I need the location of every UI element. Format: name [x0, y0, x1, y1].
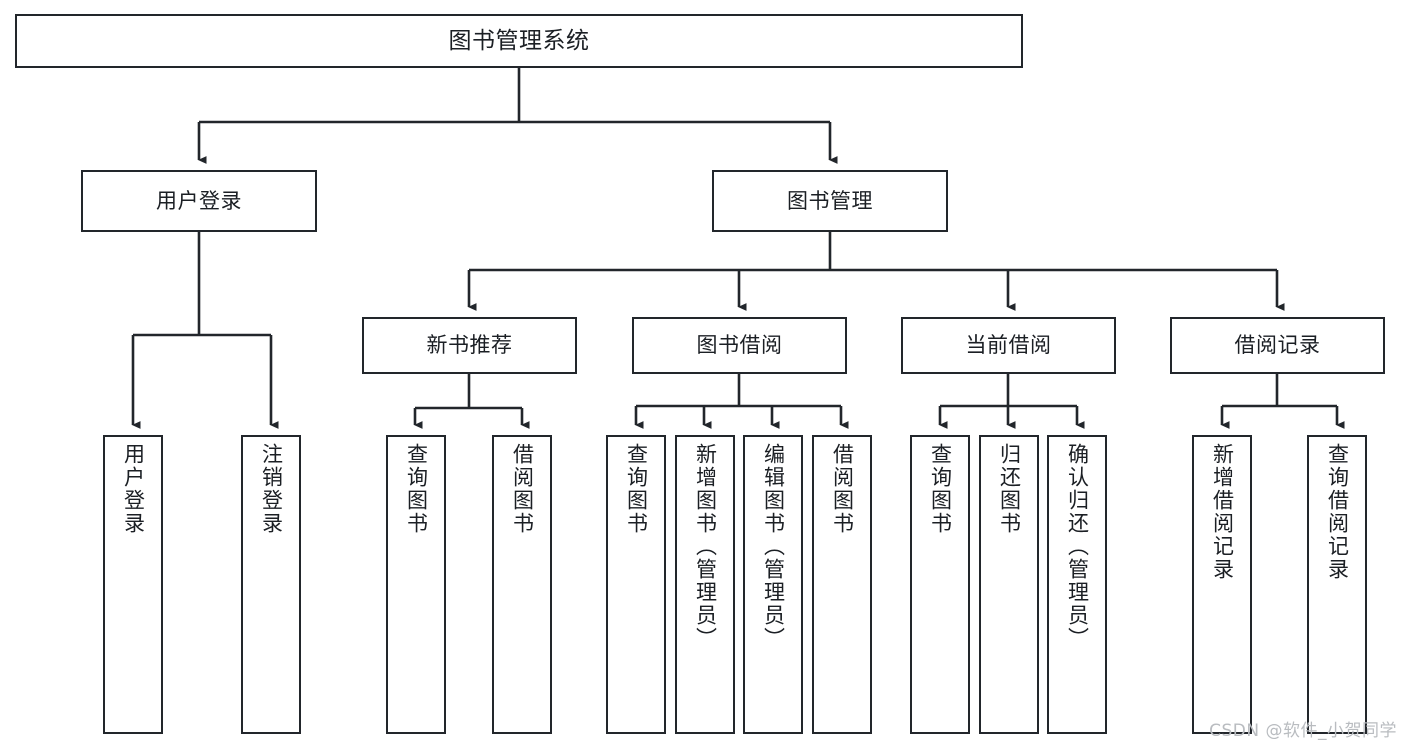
node-leaf-confirm-return-label: 确认归还（管理员）: [1065, 443, 1090, 650]
node-leaf-query-book-2[interactable]: 查询图书: [606, 435, 666, 734]
node-leaf-query-book-3-label: 查询图书: [928, 443, 953, 535]
node-leaf-logout-label: 注销登录: [259, 443, 284, 535]
node-leaf-user-login[interactable]: 用户登录: [103, 435, 163, 734]
node-leaf-query-book-1-label: 查询图书: [404, 443, 429, 535]
node-current-borrow-label: 当前借阅: [965, 333, 1052, 358]
node-leaf-query-book-3[interactable]: 查询图书: [910, 435, 970, 734]
node-leaf-confirm-return[interactable]: 确认归还（管理员）: [1047, 435, 1107, 734]
node-leaf-add-book-label: 新增图书（管理员）: [693, 443, 718, 650]
node-leaf-add-record-label: 新增借阅记录: [1210, 443, 1235, 581]
node-new-book-recommend[interactable]: 新书推荐: [362, 317, 577, 374]
node-book-borrow-label: 图书借阅: [696, 333, 783, 358]
node-leaf-edit-book[interactable]: 编辑图书（管理员）: [743, 435, 803, 734]
node-leaf-borrow-book-1[interactable]: 借阅图书: [492, 435, 552, 734]
node-borrow-record-label: 借阅记录: [1234, 333, 1321, 358]
node-leaf-add-record[interactable]: 新增借阅记录: [1192, 435, 1252, 734]
node-book-management[interactable]: 图书管理: [712, 170, 948, 232]
node-leaf-query-record[interactable]: 查询借阅记录: [1307, 435, 1367, 734]
node-user-login[interactable]: 用户登录: [81, 170, 317, 232]
node-book-borrow[interactable]: 图书借阅: [632, 317, 847, 374]
node-leaf-edit-book-label: 编辑图书（管理员）: [761, 443, 786, 650]
node-current-borrow[interactable]: 当前借阅: [901, 317, 1116, 374]
node-new-book-recommend-label: 新书推荐: [426, 333, 513, 358]
node-leaf-borrow-book-2[interactable]: 借阅图书: [812, 435, 872, 734]
node-leaf-query-book-1[interactable]: 查询图书: [386, 435, 446, 734]
node-root-label: 图书管理系统: [448, 27, 590, 54]
node-leaf-return-book[interactable]: 归还图书: [979, 435, 1039, 734]
node-leaf-borrow-book-1-label: 借阅图书: [510, 443, 535, 535]
node-leaf-query-record-label: 查询借阅记录: [1325, 443, 1350, 581]
node-borrow-record[interactable]: 借阅记录: [1170, 317, 1385, 374]
node-leaf-user-login-label: 用户登录: [121, 443, 146, 535]
node-leaf-logout[interactable]: 注销登录: [241, 435, 301, 734]
node-leaf-add-book[interactable]: 新增图书（管理员）: [675, 435, 735, 734]
node-leaf-query-book-2-label: 查询图书: [624, 443, 649, 535]
node-leaf-borrow-book-2-label: 借阅图书: [830, 443, 855, 535]
node-leaf-return-book-label: 归还图书: [997, 443, 1022, 535]
node-book-management-label: 图书管理: [787, 188, 873, 213]
node-user-login-label: 用户登录: [156, 188, 242, 213]
node-root[interactable]: 图书管理系统: [15, 14, 1023, 68]
